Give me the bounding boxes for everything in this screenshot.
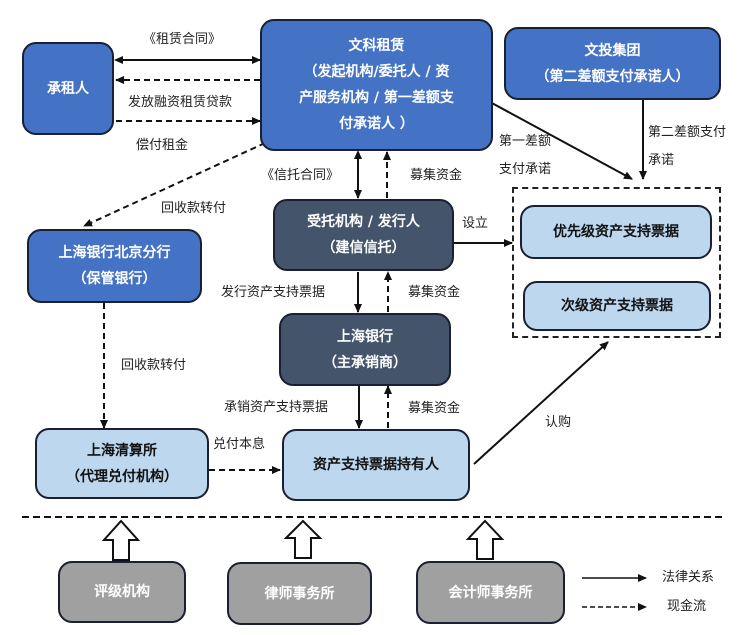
node-clearing-house[interactable]: 上海清算所 （代理兑付机构） — [35, 428, 209, 499]
notes-group-frame — [512, 187, 721, 338]
accounting-up-arrow-icon — [465, 519, 505, 560]
label-issue-notes: 发行资产支持票据 — [221, 285, 326, 300]
node-accounting-firm[interactable]: 会计师事务所 — [416, 561, 565, 624]
node-note-holders-label: 资产支持票据持有人 — [313, 457, 439, 473]
node-wenke-title: 文科租赁 — [348, 38, 405, 54]
label-lease-contract: 《租赁合同》 — [143, 32, 222, 47]
label-collection-transfer-2: 回收款转付 — [121, 358, 187, 373]
legend-legal-label: 法律关系 — [662, 570, 715, 585]
node-wenke-leasing[interactable]: 文科租赁 （发起机构/委托人 / 资 产服务机构 / 第一差额支 付承诺人 ） — [260, 19, 493, 151]
label-second-diff-1: 第二差额支付 — [648, 125, 727, 140]
node-note-holders[interactable]: 资产支持票据持有人 — [282, 429, 470, 501]
node-custodian-bank[interactable]: 上海银行北京分行 （保管银行） — [27, 229, 202, 303]
edge-collection-transfer-1 — [83, 142, 266, 227]
label-loan-disbursement: 发放融资租赁贷款 — [128, 95, 233, 110]
node-trustee-role: （建信信托） — [321, 240, 406, 256]
node-lessee[interactable]: 承租人 — [22, 42, 114, 135]
edge-first-diff — [489, 101, 633, 180]
node-wenke-line-4: 付承诺人 ） — [339, 116, 414, 132]
node-wentou-title: 文投集团 — [584, 42, 641, 59]
label-second-diff-2: 承诺 — [648, 153, 675, 168]
label-pay-principal-interest: 兑付本息 — [213, 437, 266, 452]
node-accounting-label: 会计师事务所 — [448, 584, 533, 601]
node-rating-label: 评级机构 — [94, 584, 150, 600]
node-wenke-line-2: （发起机构/委托人 / 资 — [303, 64, 450, 80]
node-trustee-title: 受托机构 / 发行人 — [307, 214, 420, 230]
node-lessee-label: 承租人 — [47, 80, 89, 97]
node-trustee[interactable]: 受托机构 / 发行人 （建信信托） — [273, 199, 454, 271]
node-underwriter-role: （主承销商） — [323, 354, 407, 371]
legend-cash-label: 现金流 — [667, 599, 707, 614]
node-law-firm[interactable]: 律师事务所 — [227, 562, 372, 625]
label-collection-transfer-1: 回收款转付 — [161, 201, 227, 216]
label-first-diff-2: 支付承诺 — [499, 162, 552, 177]
law-up-arrow-icon — [283, 519, 323, 559]
node-law-label: 律师事务所 — [264, 585, 335, 602]
label-raise-funds-1: 募集资金 — [410, 168, 463, 183]
node-lead-underwriter[interactable]: 上海银行 （主承销商） — [279, 313, 451, 386]
node-subordinated-notes[interactable]: 次级资产支持票据 — [523, 281, 711, 331]
label-underwrite-notes: 承销资产支持票据 — [224, 400, 329, 415]
node-wenke-line-3: 产服务机构 / 第一差额支 — [299, 90, 454, 106]
label-subscribe: 认购 — [545, 415, 572, 430]
edge-subscribe — [473, 341, 609, 465]
node-senior-notes[interactable]: 优先级资产支持票据 — [520, 205, 712, 259]
node-custodian-title: 上海银行北京分行 — [58, 245, 171, 261]
node-clearing-role: （代理兑付机构） — [66, 468, 178, 485]
label-raise-funds-2: 募集资金 — [408, 285, 461, 300]
rating-up-arrow-icon — [101, 519, 141, 561]
label-trust-contract: 《信托合同》 — [261, 168, 340, 183]
node-wentou-group[interactable]: 文投集团 （第二差额支付承诺人） — [504, 27, 721, 100]
label-raise-funds-3: 募集资金 — [408, 401, 461, 416]
node-rating-agency[interactable]: 评级机构 — [58, 561, 186, 623]
label-rent-payment: 偿付租金 — [136, 138, 189, 153]
node-clearing-title: 上海清算所 — [87, 442, 157, 459]
node-underwriter-title: 上海银行 — [337, 328, 393, 345]
label-first-diff-1: 第一差额 — [499, 134, 552, 149]
node-wentou-role: （第二差额支付承诺人） — [535, 68, 690, 85]
node-subordinated-notes-label: 次级资产支持票据 — [561, 298, 673, 314]
label-establish: 设立 — [462, 216, 489, 231]
node-custodian-role: （保管银行） — [72, 271, 157, 287]
node-senior-notes-label: 优先级资产支持票据 — [553, 224, 679, 240]
